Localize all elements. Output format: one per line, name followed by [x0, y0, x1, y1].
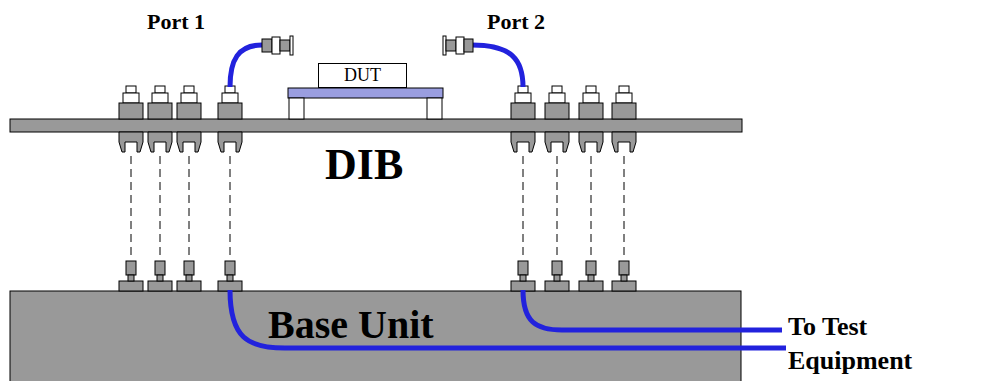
rf-cables	[230, 45, 786, 348]
dib-board	[10, 119, 742, 132]
port-label: Port 1	[147, 9, 205, 35]
port-label: Port 2	[487, 9, 545, 35]
fixture-leg	[427, 98, 442, 119]
dib-band: DIB	[10, 119, 742, 132]
cable-plugs	[262, 36, 473, 55]
node-label: DIB	[325, 141, 403, 189]
base-unit-block: Base Unit	[10, 291, 741, 381]
dut-fixture-plate	[288, 88, 443, 98]
base-unit-body	[10, 291, 741, 381]
node-label: DUT	[319, 64, 406, 87]
fixture-leg	[289, 98, 304, 119]
equipment-note: To Test Equipment	[788, 310, 984, 378]
dut-box: DUT	[318, 63, 407, 88]
base-connectors	[119, 261, 636, 291]
node-label: Base Unit	[268, 303, 434, 347]
